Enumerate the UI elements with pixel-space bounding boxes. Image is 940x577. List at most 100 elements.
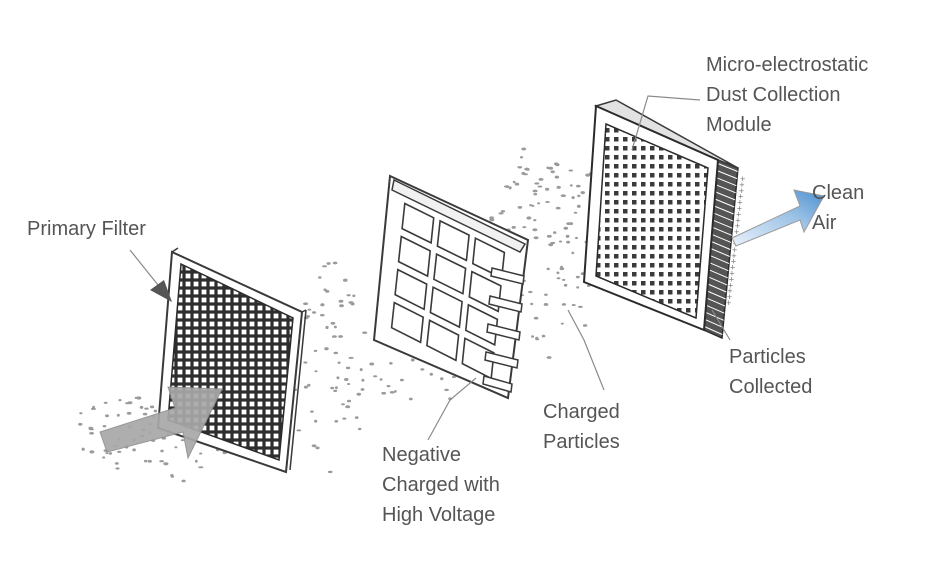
dust-particle [90, 407, 96, 410]
dust-particle [531, 204, 535, 207]
dust-particle [408, 397, 413, 401]
dust-particle [303, 361, 308, 364]
dust-particle [532, 189, 538, 193]
dust-particle [533, 193, 538, 196]
dust-particle [348, 356, 354, 359]
dust-particle [566, 240, 571, 244]
dust-particle [379, 378, 383, 381]
dust-particle [532, 228, 538, 232]
dust-particle [108, 452, 113, 455]
plus-mark: + [739, 187, 744, 197]
dust-particle [576, 184, 581, 188]
plate-window [436, 219, 470, 262]
dust-particle [79, 412, 83, 415]
dust-particle [554, 162, 559, 166]
dust-particle [452, 375, 456, 379]
dust-particle [327, 470, 333, 474]
dust-particle [359, 368, 363, 372]
dust-particle [545, 201, 550, 203]
dust-particle [360, 388, 365, 391]
dust-particle [333, 325, 337, 329]
dust-particle [322, 265, 327, 268]
dust-particle [125, 402, 130, 405]
module-line-2: Dust Collection [706, 84, 841, 106]
dust-particle [352, 294, 356, 298]
plus-mark: + [727, 293, 732, 303]
plus-mark: + [730, 264, 735, 274]
particles-collected-line-1: Particles [729, 346, 806, 368]
dust-particle [563, 226, 569, 230]
dust-particle [560, 194, 566, 197]
dust-particle [538, 178, 544, 181]
dust-particle [105, 452, 109, 455]
module-fin [707, 283, 727, 293]
dust-particle [504, 185, 509, 188]
module-line-1: Micro-electrostatic [706, 54, 869, 76]
dust-particle [335, 386, 338, 390]
dust-particle [389, 391, 395, 394]
dust-particle [343, 278, 348, 282]
dust-particle [325, 325, 329, 330]
module-fin [712, 226, 732, 236]
dust-particle [180, 439, 185, 442]
airflow-arrow-icon [99, 386, 223, 460]
dust-particle [508, 186, 512, 190]
negative-charged-line-1: Negative [382, 444, 461, 466]
dust-particle [341, 403, 345, 406]
dust-particle [338, 299, 344, 303]
plus-mark: + [728, 281, 733, 291]
callout-lines [129, 95, 731, 441]
label-particles-collected: Particles Collected [729, 342, 812, 402]
dust-particle [571, 304, 576, 306]
dust-particle [315, 446, 320, 450]
dust-particle [558, 240, 563, 243]
dust-particle [548, 166, 554, 170]
dust-particle [521, 171, 526, 175]
plus-mark: + [740, 175, 745, 185]
dust-particle [533, 236, 539, 240]
dust-particle [342, 417, 347, 420]
dust-particle [511, 226, 516, 229]
dust-particle [546, 356, 552, 359]
dust-particle [78, 422, 83, 426]
plus-mark: + [735, 222, 740, 232]
dust-particle [313, 349, 318, 352]
plate-window [390, 301, 425, 344]
module-fin [717, 163, 738, 172]
dust-particle [307, 308, 312, 311]
dust-particle [346, 294, 351, 297]
dust-particle [489, 218, 495, 222]
module-fin [711, 233, 732, 243]
plus-mark: + [734, 228, 739, 238]
dust-particle [144, 407, 149, 410]
dust-particle [303, 302, 309, 306]
dust-particle [320, 303, 325, 307]
dust-particle [174, 446, 178, 449]
dust-particle [296, 429, 302, 432]
dust-particle [560, 322, 564, 325]
dust-particle [362, 331, 368, 334]
dust-particle [310, 410, 314, 413]
label-negative-charged: Negative Charged with High Voltage [382, 440, 500, 530]
dust-particle [563, 283, 568, 287]
dust-particle [585, 173, 591, 177]
plate-window [397, 235, 432, 278]
dust-particle [576, 286, 580, 289]
dust-particle [550, 170, 555, 174]
plus-mark: + [727, 287, 732, 297]
module-fin [705, 304, 725, 314]
dust-particle [160, 449, 164, 453]
plate-window [433, 252, 467, 295]
plus-mark: + [731, 252, 736, 262]
dust-particle [386, 385, 391, 388]
dust-particle [314, 370, 318, 373]
dust-particle [170, 474, 174, 477]
dust-particle [420, 368, 425, 371]
dust-particle [526, 216, 532, 220]
dust-particle [331, 335, 337, 338]
dust-particle [498, 212, 504, 215]
dust-particle [500, 210, 506, 213]
dust-particle [535, 336, 539, 340]
dust-particle [326, 262, 331, 265]
dust-particle [373, 375, 378, 378]
